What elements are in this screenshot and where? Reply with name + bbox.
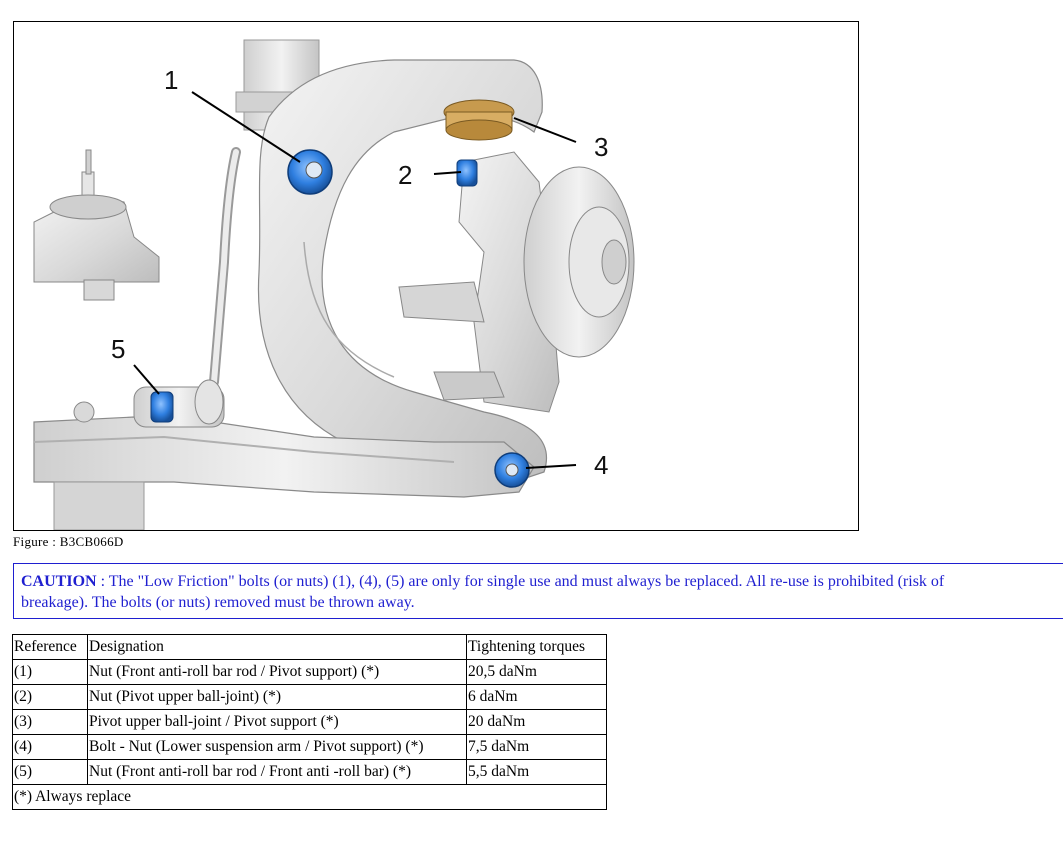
table-footnote: (*) Always replace <box>12 784 607 810</box>
cell-designation: Nut (Front anti-roll bar rod / Front ant… <box>87 759 467 785</box>
cell-designation: Nut (Pivot upper ball-joint) (*) <box>87 684 467 710</box>
nut-1 <box>287 149 333 195</box>
table-row: (3) Pivot upper ball-joint / Pivot suppo… <box>12 709 607 735</box>
callout-1: 1 <box>164 65 178 95</box>
upper-ball-joint <box>443 99 515 141</box>
cell-torque: 20 daNm <box>466 709 607 735</box>
leader-lines <box>133 91 577 469</box>
cell-torque: 7,5 daNm <box>466 734 607 760</box>
table-footnote-row: (*) Always replace <box>12 784 607 810</box>
cell-reference: (5) <box>12 759 88 785</box>
cell-torque: 6 daNm <box>466 684 607 710</box>
caution-text-1: : The "Low Friction" bolts (or nuts) (1)… <box>96 573 945 590</box>
cell-designation: Pivot upper ball-joint / Pivot support (… <box>87 709 467 735</box>
cell-reference: (4) <box>12 734 88 760</box>
cell-reference: (1) <box>12 659 88 685</box>
table-row: (2) Nut (Pivot upper ball-joint) (*) 6 d… <box>12 684 607 710</box>
header-tightening-torques: Tightening torques <box>466 634 607 660</box>
callout-2: 2 <box>398 160 412 190</box>
callout-3: 3 <box>594 132 608 162</box>
cell-torque: 20,5 daNm <box>466 659 607 685</box>
caution-label: CAUTION <box>21 573 97 590</box>
callout-4: 4 <box>594 450 608 480</box>
figure-caption: Figure : B3CB066D <box>13 534 124 549</box>
caution-line-1: CAUTION : The "Low Friction" bolts (or n… <box>21 571 1063 592</box>
suspension-figure: 1 2 3 4 5 <box>13 21 859 531</box>
nut-4 <box>494 452 530 488</box>
cell-reference: (2) <box>12 684 88 710</box>
caution-line-2: breakage). The bolts (or nuts) removed m… <box>21 594 415 611</box>
wheel-hub <box>398 151 635 413</box>
suspension-illustration: 1 2 3 4 5 <box>33 39 635 530</box>
nut-5 <box>150 391 174 423</box>
header-reference: Reference <box>12 634 88 660</box>
cell-reference: (3) <box>12 709 88 735</box>
table-row: (4) Bolt - Nut (Lower suspension arm / P… <box>12 734 607 760</box>
strut-mount-left <box>33 149 160 301</box>
table-row: (1) Nut (Front anti-roll bar rod / Pivot… <box>12 659 607 685</box>
callout-5: 5 <box>111 334 125 364</box>
table-row: (5) Nut (Front anti-roll bar rod / Front… <box>12 759 607 785</box>
tightening-torques-table: Reference Designation Tightening torques… <box>12 634 607 810</box>
header-designation: Designation <box>87 634 467 660</box>
caution-box: CAUTION : The "Low Friction" bolts (or n… <box>13 563 1063 619</box>
cell-designation: Nut (Front anti-roll bar rod / Pivot sup… <box>87 659 467 685</box>
cell-torque: 5,5 daNm <box>466 759 607 785</box>
cell-designation: Bolt - Nut (Lower suspension arm / Pivot… <box>87 734 467 760</box>
table-header-row: Reference Designation Tightening torques <box>12 634 607 660</box>
anti-roll-bar-rod <box>209 147 241 387</box>
